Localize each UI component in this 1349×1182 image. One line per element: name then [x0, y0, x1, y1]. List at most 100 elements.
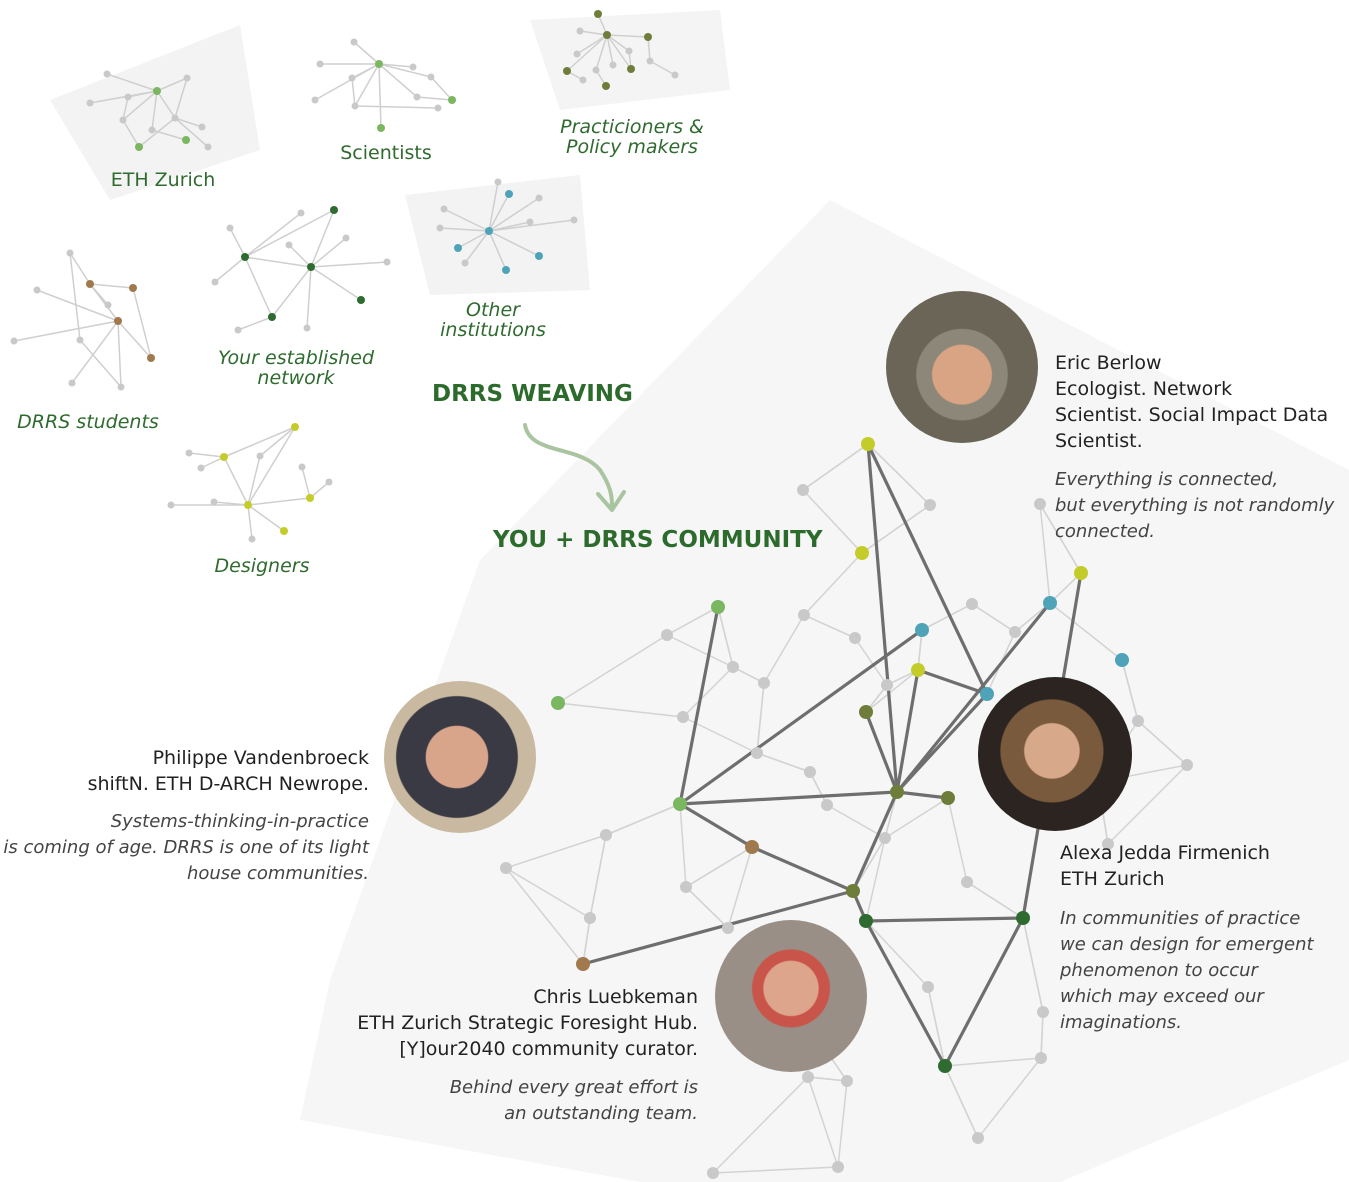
community-link [837, 1080, 848, 1168]
philippe-quote-line2: is coming of age. DRRS is one of its lig… [3, 837, 369, 858]
scientists-node [434, 104, 442, 112]
network-node [297, 209, 305, 217]
scientists-edge [353, 41, 380, 65]
network-edge [310, 209, 335, 268]
eth-edge [127, 90, 158, 98]
community-link [803, 614, 856, 639]
eth-edge [138, 117, 176, 148]
eth-node [148, 126, 156, 134]
alexa-quote-line2: we can design for emergent [1060, 934, 1314, 955]
community-link [865, 920, 929, 988]
scientists-edge [378, 63, 432, 78]
scientists-node [350, 38, 358, 46]
practitioners-node [644, 33, 652, 41]
practitioners-edge [576, 34, 608, 55]
community-link [756, 682, 765, 754]
community-link [666, 606, 719, 636]
community-strong-link [916, 668, 989, 696]
practitioners-node [609, 61, 617, 69]
network-edge [288, 244, 312, 268]
community-node [881, 679, 893, 691]
chris-name-line1: Chris Luebkeman [533, 986, 698, 1008]
community-strong-link [895, 790, 950, 800]
alexa-quote-line3: phenomenon to occur [1060, 960, 1258, 981]
eric-quote-line1: Everything is connected, [1055, 469, 1279, 490]
scientists-edge [416, 96, 453, 101]
institutions-node [485, 227, 493, 235]
institutions-edge [464, 230, 490, 264]
name-philippe-vandenbroeck: Philippe Vandenbroeck shiftN. ETH D-ARCH… [88, 745, 369, 797]
institutions-node [505, 190, 513, 198]
community-node [673, 797, 687, 811]
chris-name-line3: [Y]our2040 community curator. [399, 1038, 698, 1060]
community-node [859, 705, 873, 719]
community-link [557, 634, 668, 704]
community-strong-link [895, 601, 1052, 794]
scientists-node [409, 63, 417, 71]
scientists-node [448, 96, 456, 104]
network-edge [306, 266, 312, 329]
community-node [1034, 498, 1046, 510]
community-link [977, 1057, 1042, 1139]
chris-quote-line2: an outstanding team. [504, 1103, 698, 1124]
community-node [1009, 626, 1021, 638]
designers-node [256, 452, 264, 460]
network-edge [310, 237, 347, 268]
network-node [234, 326, 242, 334]
designers-node [248, 535, 256, 543]
label-designers: Designers [214, 555, 310, 577]
community-link [944, 1065, 979, 1139]
quote-alexa-jedda-firmenich: In communities of practice we can design… [1060, 906, 1314, 1036]
eric-quote-line2: but everything is not randomly [1055, 495, 1335, 516]
practitioners-node [671, 71, 679, 79]
quote-eric-berlow: Everything is connected, but everything … [1055, 467, 1334, 545]
community-node [1043, 596, 1057, 610]
practitioners-node [627, 65, 635, 73]
community-link [1049, 572, 1082, 604]
community-node [661, 629, 673, 641]
community-link [927, 986, 946, 1067]
avatar-eric-berlow [886, 291, 1038, 443]
practitioners-node [576, 27, 584, 35]
community-node [677, 711, 689, 723]
community-node [722, 922, 734, 934]
students-node [33, 286, 41, 294]
network-node [285, 241, 293, 249]
designers-node [220, 453, 228, 461]
eric-name-line4: Scientist. [1055, 430, 1143, 452]
community-node [758, 677, 770, 689]
community-link [1039, 503, 1082, 574]
alexa-quote-line4: which may exceed our [1060, 986, 1264, 1007]
eth-edge [156, 90, 176, 119]
eric-name-line2: Ecologist. Network [1055, 378, 1233, 400]
community-node [859, 914, 873, 928]
community-node [924, 499, 936, 511]
practitioners-node [579, 76, 587, 84]
community-node [841, 1075, 853, 1087]
scientists-node [377, 124, 385, 132]
designers-node [210, 498, 218, 506]
community-node [1074, 566, 1088, 580]
label-practitioners-line2: Policy makers [566, 136, 698, 158]
community-node [1016, 911, 1030, 925]
network-node [383, 258, 391, 266]
community-strong-link [866, 442, 899, 794]
community-node [966, 598, 978, 610]
network-node [226, 224, 234, 232]
community-strong-link [678, 628, 924, 806]
avatar-chris-luebkeman [715, 920, 867, 1072]
name-chris-luebkeman: Chris Luebkeman ETH Zurich Strategic For… [357, 984, 698, 1062]
network-edge [229, 227, 246, 258]
community-node [849, 632, 861, 644]
designers-node [244, 501, 252, 509]
designers-edge [247, 497, 311, 506]
institutions-edge [488, 230, 507, 271]
students-node [129, 284, 137, 292]
practitioners-node [592, 66, 600, 74]
eth-node [135, 143, 143, 151]
community-link [807, 1076, 839, 1168]
community-link [947, 797, 968, 883]
label-practitioners: Practicioners & Policy makers [548, 117, 716, 157]
network-edge [310, 261, 388, 268]
network-node [330, 206, 338, 214]
